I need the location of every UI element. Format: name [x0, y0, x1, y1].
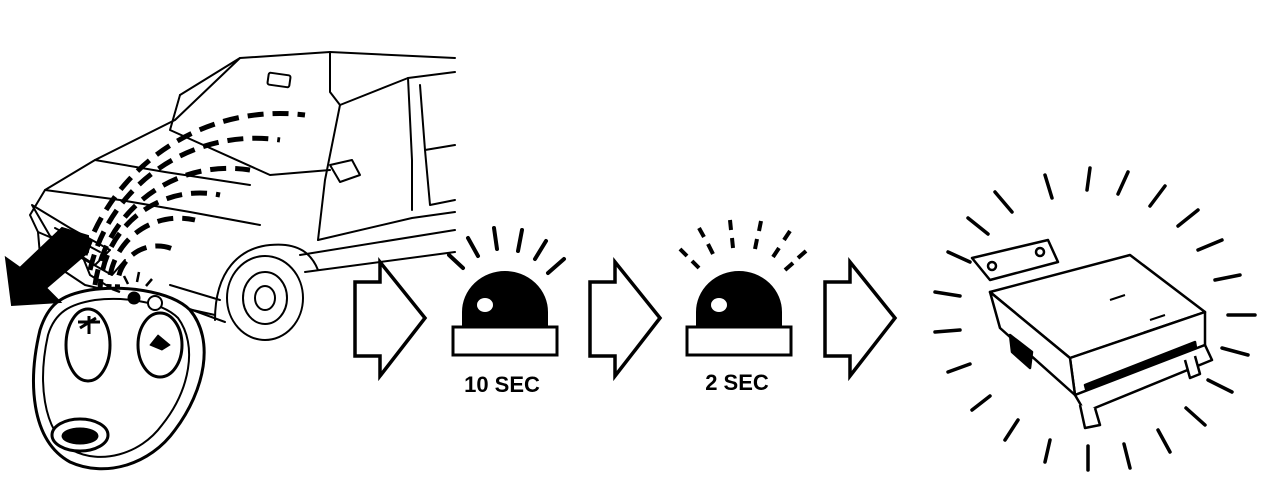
key-fob: [32, 271, 206, 471]
first-step-duration-label: 10 SEC: [464, 372, 540, 397]
warning-lamp-flashing-icon: [678, 219, 808, 357]
control-module-icon: [970, 238, 1214, 430]
led-indicator-icon: [127, 291, 141, 305]
flow-arrow-icon: [353, 257, 428, 382]
press-indicator-arrow-icon: [4, 226, 89, 307]
lock-button-icon: [64, 307, 112, 383]
second-step-duration-label: 2 SEC: [705, 370, 769, 395]
warning-lamp-steady-icon: [447, 226, 566, 357]
control-module-rays: [933, 166, 1257, 472]
flow-arrow-icon: [588, 257, 663, 382]
flow-arrow-icon: [823, 257, 898, 382]
